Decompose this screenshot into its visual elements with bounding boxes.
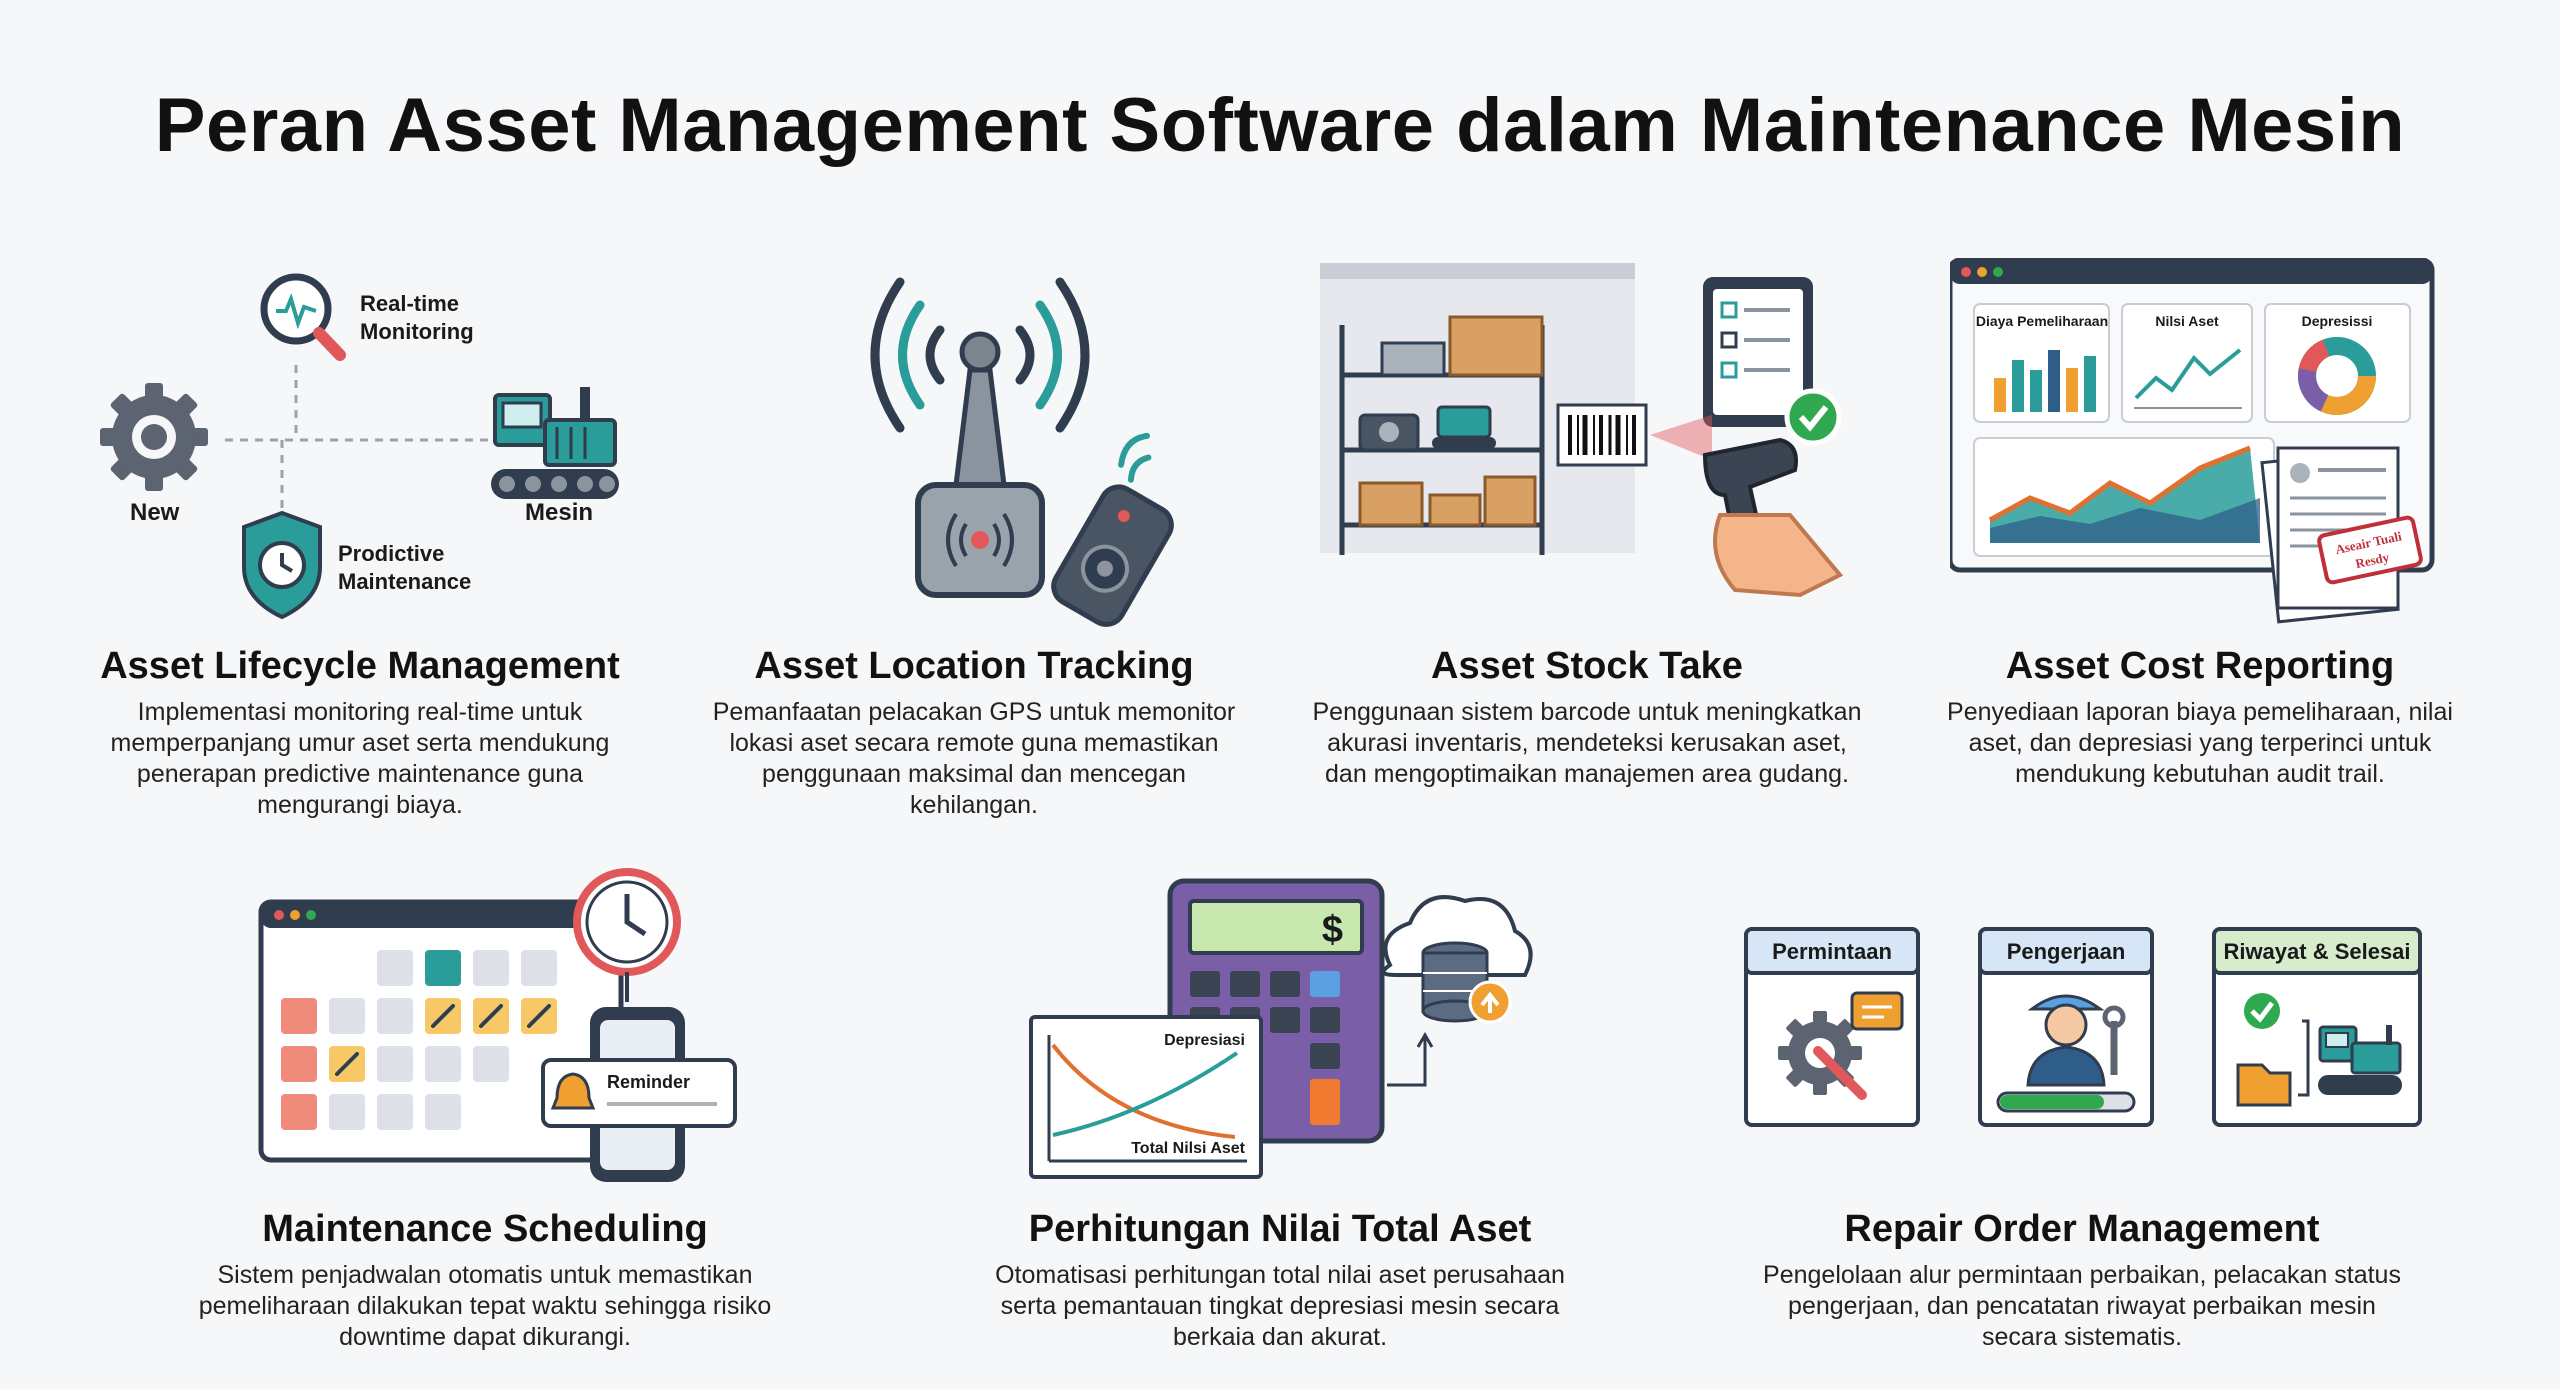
nilai-label: Nilsi Aset [2155,313,2219,329]
shield-clock-icon [242,510,322,620]
card-title-cost: Asset Cost Reporting [2005,645,2395,687]
machine-small-icon [2318,1025,2402,1095]
permintaan-card: Permintaan [1744,927,1920,1127]
check-icon [2244,993,2280,1029]
calendar-grid [281,950,557,1130]
monitoring-label-2: Monitoring [360,319,474,344]
card-desc-repair: Pengelolaan alur permintaan perbaikan, p… [1763,1261,2401,1351]
total-nilai-label: Total Nilsi Aset [1131,1140,1245,1157]
pengerjaan-label: Pengerjaan [2007,939,2126,964]
card-title-lifecycle: Asset Lifecycle Management [100,645,620,687]
riwayat-label: Riwayat & Selesai [2223,939,2410,964]
card-title-repair: Repair Order Management [1844,1208,2320,1250]
card-title-scheduling: Maintenance Scheduling [262,1208,708,1250]
permintaan-label: Permintaan [1772,939,1892,964]
new-label: New [130,499,180,526]
gear-wrench-icon [1778,1011,1867,1100]
predictive-label-1: Prodictive [338,541,444,566]
predictive-label-2: Maintenance [338,569,471,594]
card-desc-location: Pemanfaatan pelacakan GPS untuk memonito… [712,698,1236,819]
stamp-text-2: Resdy [2354,549,2391,571]
checklist-tablet-icon [1703,277,1842,446]
stock-take-illustration [1320,263,1844,598]
card-desc-lifecycle: Implementasi monitoring real-time untuk … [110,698,610,819]
card-desc-cost: Penyediaan laporan biaya pemeliharaan, n… [1947,698,2453,788]
line-chart-icon [2134,348,2242,400]
lifecycle-illustration: Real-time Monitoring New Mesin Prodictiv [100,273,619,620]
cloud-database-icon [1381,895,1533,1087]
card-desc-scheduling: Sistem penjadwalan otomatis untuk memast… [198,1261,772,1351]
bell-icon [550,1072,596,1110]
scheduling-illustration: Reminder [258,868,737,1182]
card-title-totalvalue: Perhitungan Nilai Total Aset [1028,1208,1532,1250]
pengerjaan-card: Pengerjaan [1978,927,2154,1127]
mesin-label: Mesin [525,499,593,526]
card-title-location: Asset Location Tracking [754,645,1194,687]
card-title-stocktake: Asset Stock Take [1431,645,1743,687]
barcode-icon [1556,403,1648,467]
cost-reporting-illustration: Diaya Pemeliharaan Nilsi Aset Depresissi [1950,258,2435,624]
location-tracking-illustration [870,277,1174,627]
clock-icon [573,868,681,1002]
reminder-popup: Reminder [541,1058,737,1128]
monitoring-label-1: Real-time [360,291,459,316]
depresiasi-chart-label: Depresiasi [1164,1032,1245,1049]
riwayat-card: Riwayat & Selesai [2212,927,2422,1127]
dollar-sign: $ [1322,909,1343,951]
bar-chart-icon [1994,350,2096,412]
repair-order-illustration: Permintaan Pengerjaan [1744,927,2422,1127]
donut-chart-icon [2298,337,2376,415]
biaya-label: Diaya Pemeliharaan [1976,313,2108,329]
gear-icon [100,383,208,491]
magnifier-icon [260,273,346,361]
depresiasi-label: Depresissi [2302,313,2373,329]
card-desc-stocktake: Penggunaan sistem barcode untuk meningka… [1312,698,1862,788]
area-chart-icon [1988,445,2260,543]
audit-stamp-icon: Aseair Tuali Resdy [2317,515,2423,585]
technician-icon [2026,994,2126,1087]
remote-control-icon [1051,432,1174,627]
barcode-scanner-icon [1702,437,1844,598]
gps-tracker-icon [915,331,1045,598]
depreciation-chart-card: Depresiasi Total Nilsi Aset [1029,1015,1263,1179]
folder-icon [2236,1063,2292,1107]
reminder-label: Reminder [607,1072,690,1092]
signal-waves-icon [870,277,1090,433]
card-desc-totalvalue: Otomatisasi perhitungan total nilai aset… [995,1261,1565,1351]
page-title: Peran Asset Management Software dalam Ma… [154,83,2406,168]
machine-icon [491,387,619,499]
total-value-illustration: $ Depresiasi Total Nilsi Aset [1029,878,1533,1179]
